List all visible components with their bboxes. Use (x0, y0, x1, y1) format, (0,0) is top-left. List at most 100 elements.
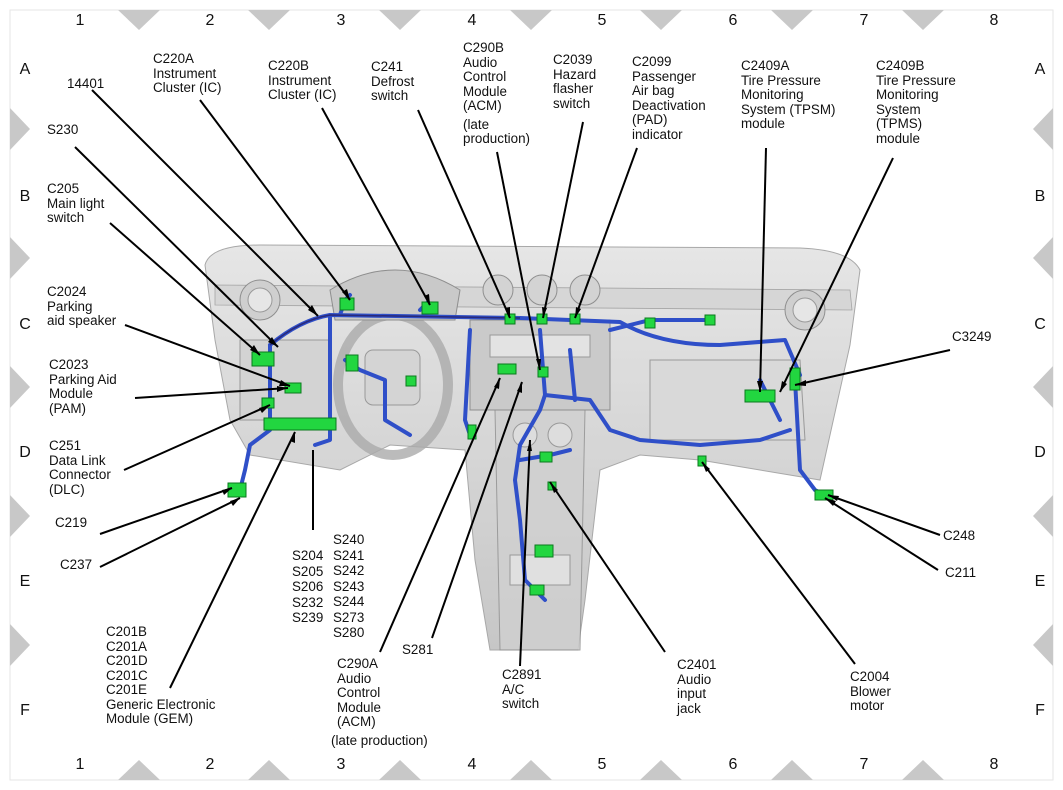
callout-line: C205 (47, 181, 80, 196)
callout-line: input (677, 686, 707, 701)
callout-line: C248 (943, 528, 976, 543)
column-label: 8 (989, 12, 999, 29)
callout-c2004: C2004 Blower motor (850, 669, 891, 714)
callout-line: S205 (292, 563, 324, 579)
callout-line: switch (553, 95, 591, 111)
row-label: A (19, 61, 31, 78)
callout-line: S244 (333, 594, 365, 609)
row-label: D (19, 444, 31, 461)
callout-line: Module (49, 386, 93, 401)
callout-c248: C248 (943, 528, 976, 544)
callout-line: Control (337, 685, 381, 700)
callout-c241: C241 Defrost switch (371, 59, 414, 104)
callout-line: Module (GEM) (106, 711, 194, 726)
callout-line: motor (850, 698, 885, 713)
column-label: 6 (728, 756, 738, 773)
callout-c220a: C220A Instrument Cluster (IC) (153, 51, 222, 96)
column-label: 7 (859, 756, 869, 773)
callout-line: Audio (463, 54, 498, 70)
callout-line: (late (463, 116, 490, 132)
column-label: 6 (728, 12, 738, 29)
callout-line: C2409A (741, 58, 790, 73)
callout-14401: 14401 (67, 76, 105, 92)
callout-line: Passenger (632, 68, 697, 84)
callout-line: S206 (292, 579, 324, 594)
callout-line: Tire Pressure (876, 72, 956, 88)
callout-line: (TPMS) (876, 116, 923, 131)
callout-c2401: C2401 Audio input jack (677, 657, 716, 716)
callout-line: C201C (106, 667, 148, 683)
row-label: B (1034, 188, 1046, 205)
callout-line: C241 (371, 59, 404, 74)
callout-line: Control (463, 69, 507, 84)
callout-line: Main light (47, 195, 105, 211)
callout-c251: C251 Data Link Connector (DLC) (49, 438, 111, 497)
column-label: 7 (859, 12, 869, 29)
column-label: 5 (597, 12, 607, 29)
callout-line: C2024 (47, 284, 87, 299)
callout-line: (ACM) (337, 714, 376, 729)
callout-c2891: C2891 A/C switch (502, 667, 541, 712)
callout-c205: C205 Main light switch (47, 181, 105, 226)
callout-line: (late production) (331, 732, 428, 748)
callout-c2023: C2023 Parking Aid Module (PAM) (49, 357, 117, 416)
callout-line: production) (463, 131, 530, 146)
callout-line: C201A (106, 638, 147, 654)
column-label: 4 (467, 12, 477, 29)
callout-line: Monitoring (876, 87, 939, 102)
callout-line: Module (337, 699, 381, 715)
row-label: F (1035, 702, 1045, 719)
callout-line: (PAD) (632, 112, 668, 127)
callout-line: S242 (333, 563, 365, 578)
callout-c2099: C2099 Passenger Air bag Deactivation (PA… (632, 54, 706, 142)
callout-line: Cluster (IC) (153, 80, 222, 95)
callout-line: (DLC) (49, 481, 85, 497)
callout-c2039: C2039 Hazard flasher switch (553, 52, 596, 111)
callout-line: Connector (49, 467, 111, 482)
callout-line: C211 (945, 565, 977, 580)
callout-line: Blower (850, 683, 891, 699)
callout-line: S204 (292, 548, 324, 563)
callout-line: C201E (106, 682, 147, 697)
callout-c201-gem: C201B C201A C201D C201C C201E Generic El… (106, 624, 216, 727)
callout-line: C2004 (850, 669, 890, 684)
callout-line: Audio (677, 671, 712, 687)
callout-line: Cluster (IC) (268, 87, 337, 102)
callout-line: S243 (333, 578, 365, 594)
callout-c237: C237 (60, 557, 92, 573)
callout-line: S241 (333, 547, 365, 563)
callout-c211: C211 (945, 565, 977, 581)
column-label: 4 (467, 756, 477, 773)
callout-line: indicator (632, 126, 683, 142)
callout-line: System (TPSM) (741, 101, 836, 117)
callout-line: Instrument (153, 65, 217, 81)
callout-line: 14401 (67, 76, 105, 91)
callout-line: aid speaker (47, 313, 117, 328)
callout-line: A/C (502, 681, 525, 697)
callout-line: Monitoring (741, 87, 804, 102)
callout-line: Air bag (632, 83, 675, 98)
row-label: C (19, 316, 31, 333)
row-label: A (1034, 61, 1046, 78)
callout-line: (ACM) (463, 98, 502, 113)
callout-line: C2409B (876, 58, 925, 73)
callout-line: S240 (333, 532, 365, 547)
callout-c219: C219 (55, 515, 87, 531)
row-label: E (19, 573, 31, 590)
callout-splices-right: S240 S241 S242 S243 S244 S273 S280 (333, 532, 364, 641)
callout-line: Parking (47, 298, 93, 314)
column-label: 1 (75, 756, 85, 773)
callout-line: S232 (292, 594, 324, 610)
callout-c220b: C220B Instrument Cluster (IC) (268, 58, 337, 103)
callout-line: C2039 (553, 52, 593, 67)
callout-line: Deactivation (632, 97, 706, 113)
column-label: 2 (205, 12, 215, 29)
column-label: 2 (205, 756, 215, 773)
callout-c290a: C290A Audio Control Module (ACM) (late p… (331, 656, 428, 748)
callout-line: S239 (292, 610, 324, 625)
callout-line: Generic Electronic (106, 696, 216, 712)
callout-c2024: C2024 Parking aid speaker (47, 284, 117, 329)
callout-line: switch (371, 88, 409, 103)
callout-c290b: C290B Audio Control Module (ACM) (late p… (463, 40, 530, 147)
callout-line: S230 (47, 122, 79, 137)
